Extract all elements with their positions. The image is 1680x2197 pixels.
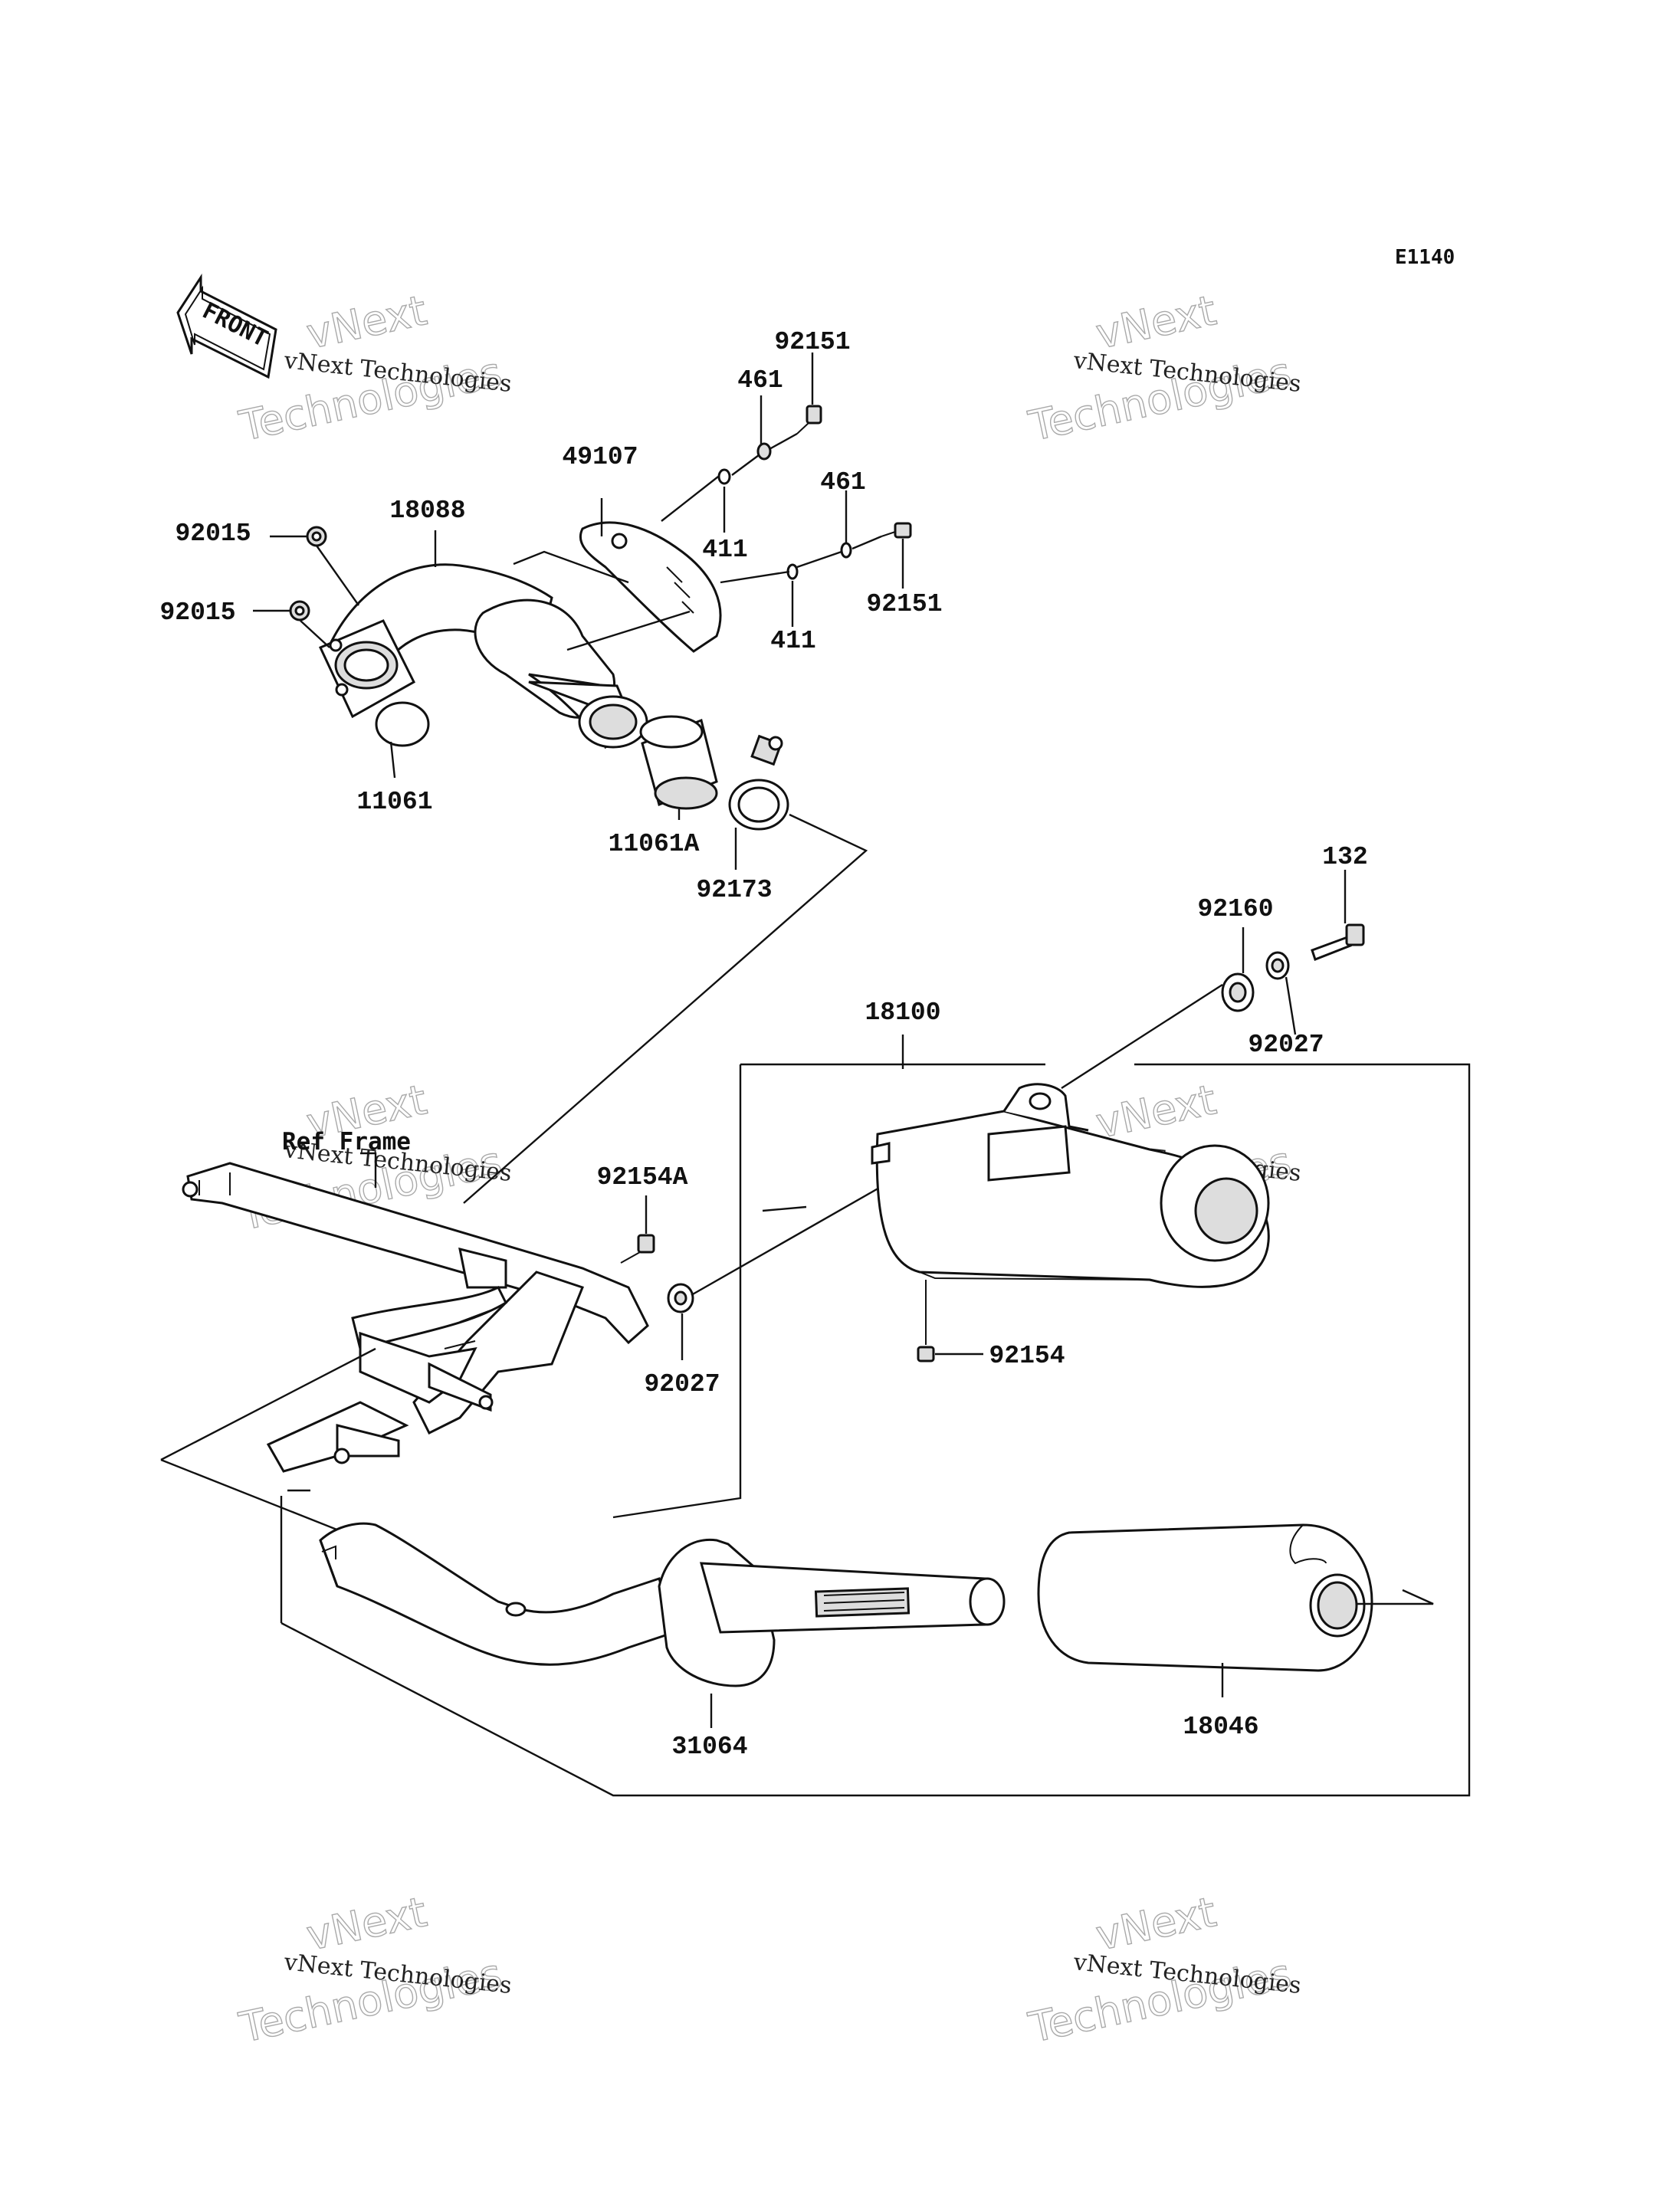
bolt-92154: [917, 1280, 935, 1362]
muffler-18100: [871, 1083, 1270, 1288]
label-461-top: 461: [737, 366, 783, 395]
washer-411-a: [717, 468, 731, 485]
gasket-11061A: [639, 715, 718, 810]
bolt-92154A: [620, 1234, 655, 1264]
bolt-92151-b: [881, 522, 912, 539]
label-132: 132: [1322, 843, 1367, 871]
svg-text:vNext: vNext: [1092, 1075, 1220, 1147]
label-92173: 92173: [696, 876, 772, 904]
label-92151-b: 92151: [866, 590, 942, 618]
watermark-top-left: vNext Technologies vNext Technologies: [235, 286, 513, 451]
collar-461-b: [840, 542, 852, 559]
diagram-code: E1140: [1395, 246, 1455, 269]
spark-arrestor-31064: [658, 1538, 1006, 1687]
label-18088: 18088: [389, 497, 465, 525]
watermark-top-right: vNext Technologies vNext Technologies: [1024, 286, 1302, 451]
gasket-11061: [375, 701, 430, 747]
label-92154A: 92154A: [597, 1163, 688, 1192]
label-31064: 31064: [671, 1733, 747, 1761]
label-18046: 18046: [1183, 1713, 1258, 1741]
exhaust-pipe: [319, 1522, 676, 1666]
collar-92160: [1221, 972, 1255, 1012]
svg-text:vNext: vNext: [1092, 286, 1220, 358]
washer-92027-a: [1265, 951, 1290, 980]
clamp-92173: [728, 734, 789, 831]
silencer-18046: [1037, 1523, 1373, 1672]
svg-text:vNext: vNext: [1092, 1887, 1220, 1959]
label-92154: 92154: [989, 1342, 1065, 1370]
label-411-b: 411: [770, 627, 815, 655]
collar-461-top: [756, 442, 772, 461]
head-pipe-18088: [318, 563, 648, 749]
label-92027-b: 92027: [644, 1370, 720, 1399]
watermark-bottom-right: vNext Technologies vNext Technologies: [1024, 1887, 1302, 2053]
label-92151-top: 92151: [774, 328, 850, 356]
label-18100: 18100: [865, 998, 940, 1027]
ref-frame-label: Ref Frame: [282, 1128, 411, 1156]
label-411-a: 411: [702, 536, 747, 564]
label-461-b: 461: [820, 468, 865, 497]
ref-frame: [182, 1162, 649, 1473]
label-92160: 92160: [1197, 895, 1273, 923]
label-92015-a: 92015: [175, 520, 251, 548]
bolt-132: [1311, 923, 1365, 961]
label-92015-b: 92015: [159, 598, 235, 627]
svg-text:vNext: vNext: [303, 286, 431, 358]
label-11061A: 11061A: [609, 830, 700, 858]
svg-text:vNext: vNext: [303, 1887, 431, 1959]
heat-guard-49107: [579, 521, 722, 653]
bolt-92151-top: [796, 405, 822, 434]
label-11061: 11061: [356, 788, 432, 816]
label-49107: 49107: [562, 443, 638, 471]
washer-92027-b: [667, 1283, 694, 1313]
label-92027-a: 92027: [1248, 1031, 1324, 1059]
front-arrow-icon: FRONT: [176, 273, 277, 379]
watermark-bottom-left: vNext Technologies vNext Technologies: [235, 1887, 513, 2053]
